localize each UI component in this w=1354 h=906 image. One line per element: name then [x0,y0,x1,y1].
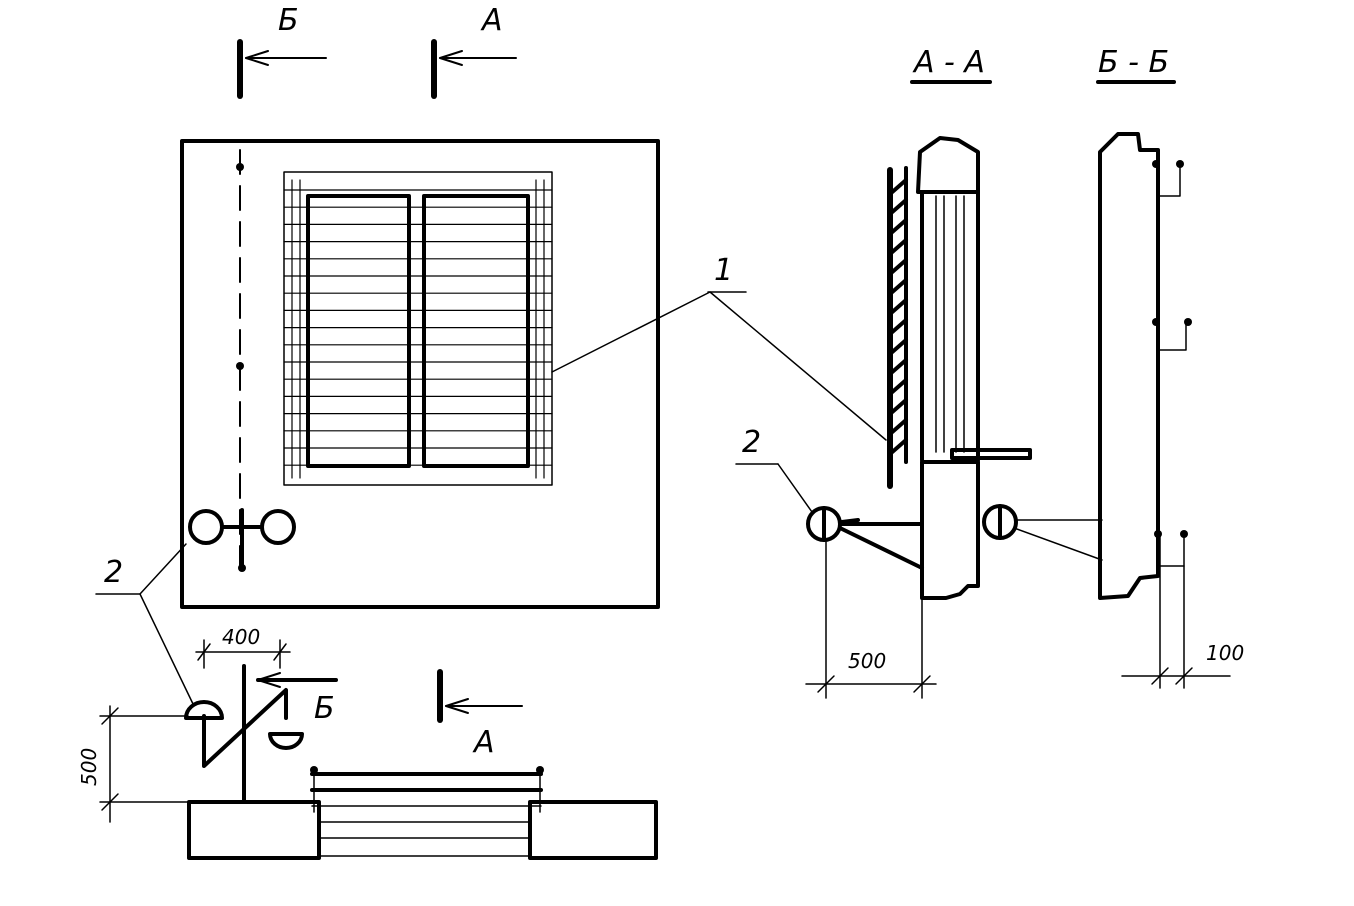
callout-2-plan-label: 2 [104,555,123,590]
plan-view: 400 500 Б А [77,625,658,860]
window-sash-right [422,194,530,468]
callout-1-label: 1 [714,253,733,288]
shutter-slat [888,298,908,316]
section-mark-a-plan: А [437,669,523,760]
shutter-slat [888,318,908,336]
shutter-slat [888,238,908,256]
shutter-slat [888,418,908,436]
section-mark-b-plan-label: Б [314,691,335,726]
anchor-fittings [188,508,296,568]
facade-elevation [180,139,660,609]
section-mark-b-label: Б [278,3,299,38]
shutter-slat [888,198,908,216]
dimension-400: 400 [195,625,291,669]
wall-panel [180,139,660,609]
shutter-slat [888,178,908,196]
section-aa-title: А - А [912,45,985,80]
shutter-slats [888,178,908,456]
section-mark-a-top: А [431,3,517,99]
window-louvers [283,179,553,479]
shutter-slat [888,258,908,276]
wall-left-plan [187,800,321,860]
window-frame [283,171,553,486]
section-bb-title: Б - Б [1098,45,1169,80]
shutter-slat [888,398,908,416]
dimension-500-section-label: 500 [848,649,886,673]
window-unit [283,171,553,486]
callout-2-plan: 2 [95,543,195,707]
dimension-400-label: 400 [222,625,260,649]
dimension-500-plan: 500 [77,705,190,823]
dimension-500-plan-label: 500 [77,748,101,786]
wall-right-plan [528,800,658,860]
section-mark-b-top: Б [237,3,327,99]
section-bb: Б - Б 100 [1096,45,1244,689]
dimension-100: 100 [1121,565,1244,689]
dimension-100-label: 100 [1206,641,1244,665]
window-sash-left [306,194,411,468]
shutter-slat [888,438,908,456]
shutter-slat [888,338,908,356]
section-mark-a-plan-label: А [472,725,495,760]
section-mark-a-label: А [480,3,503,38]
shutter-slat [888,378,908,396]
callout-2-section-label: 2 [742,425,761,460]
callout-1: 1 [551,253,887,441]
shutter-slat [888,358,908,376]
section-aa: А - А 2 [735,45,1032,699]
shutter-slat [888,218,908,236]
dimension-500-section: 500 [805,539,937,699]
shutter-slat [888,278,908,296]
section-mark-b-plan: Б [256,672,338,726]
